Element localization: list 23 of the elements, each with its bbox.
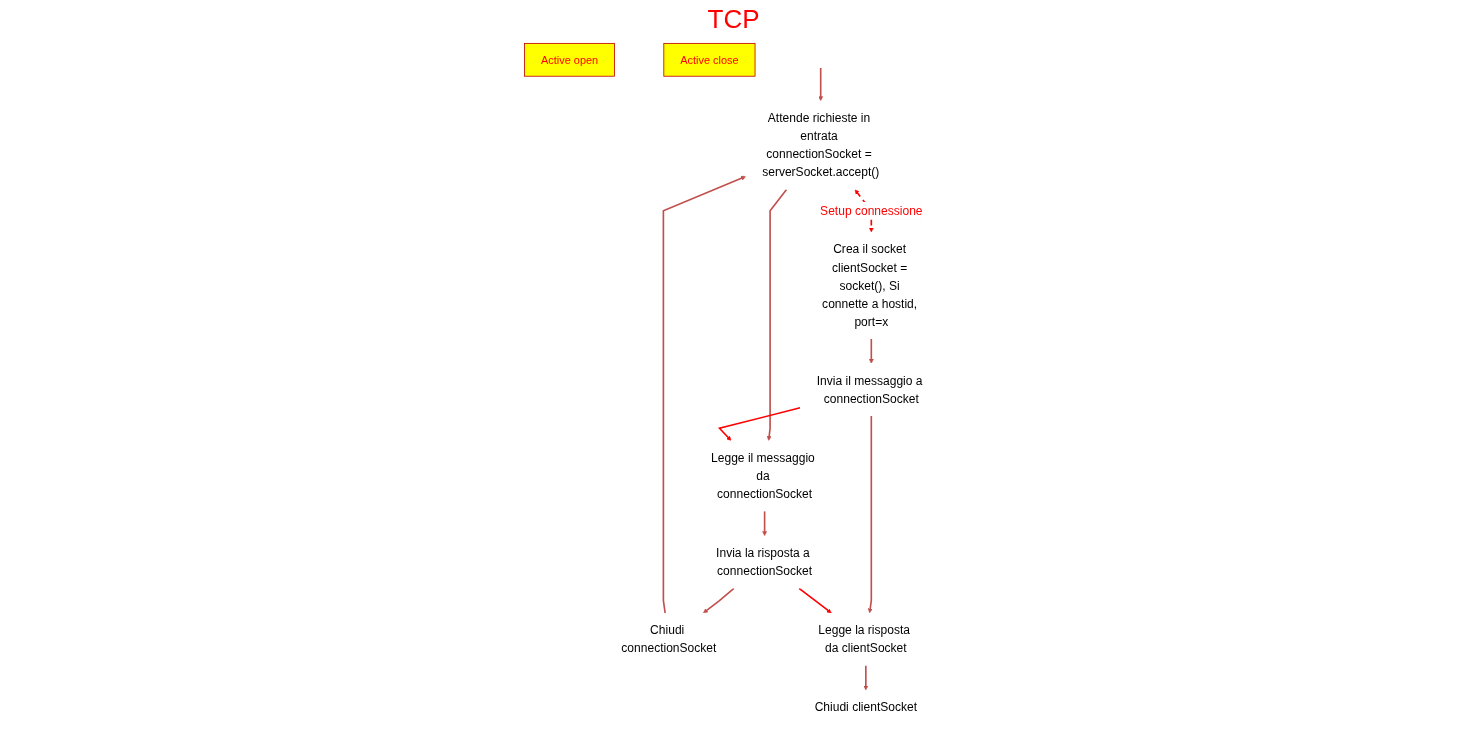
arrow <box>798 587 832 614</box>
arrow <box>662 175 746 614</box>
arrow <box>854 189 874 233</box>
arrow <box>717 407 801 441</box>
node-box: Active close <box>663 42 756 77</box>
node-text: Chiudi connectionSocket <box>621 623 717 656</box>
node-text: Attende richieste in entrata connectionSocket = serverSocket.accept() <box>762 111 880 180</box>
arrow <box>703 587 735 614</box>
arrow <box>818 67 824 102</box>
node-text: Legge la risposta da clientSocket <box>818 623 911 656</box>
node-text: Legge il messaggio da connectionSocket <box>711 451 815 501</box>
arrow <box>863 664 869 691</box>
node-text: Invia il messaggio a connectionSocket <box>816 373 923 406</box>
node-box: Active open <box>524 42 615 77</box>
arrow <box>868 338 874 364</box>
heading-label: TCP <box>707 4 760 34</box>
edge-label: Setup connessione <box>820 203 923 218</box>
arrow <box>766 188 788 441</box>
node-text: Crea il socket clientSocket = socket(), Si connette a hostid, port=x <box>822 242 918 329</box>
arrow <box>762 510 767 537</box>
arrow <box>867 415 873 614</box>
node-text: Invia la risposta a connectionSocket <box>716 546 813 578</box>
node-text: Chiudi clientSocket <box>814 700 918 715</box>
